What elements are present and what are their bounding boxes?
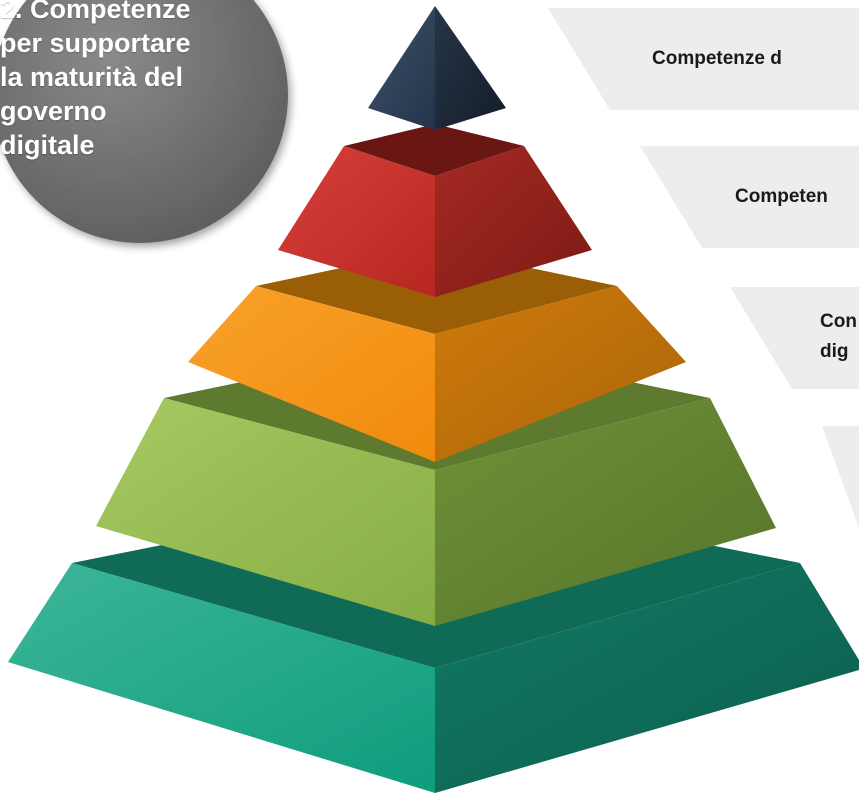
banner-1 (548, 8, 859, 110)
callout-circle (0, 0, 288, 243)
banner-3-text: Con dig (820, 311, 857, 362)
tier-top (368, 6, 506, 130)
banner-2 (640, 146, 859, 248)
banner-2-text: Competen (735, 186, 828, 207)
banner-1-text: Competenze d (652, 48, 782, 69)
banner-3 (730, 287, 859, 389)
callout-label: 2. Competenze per supportare la maturità… (0, 0, 191, 160)
banner-4 (822, 426, 859, 528)
tier-red (278, 124, 592, 297)
